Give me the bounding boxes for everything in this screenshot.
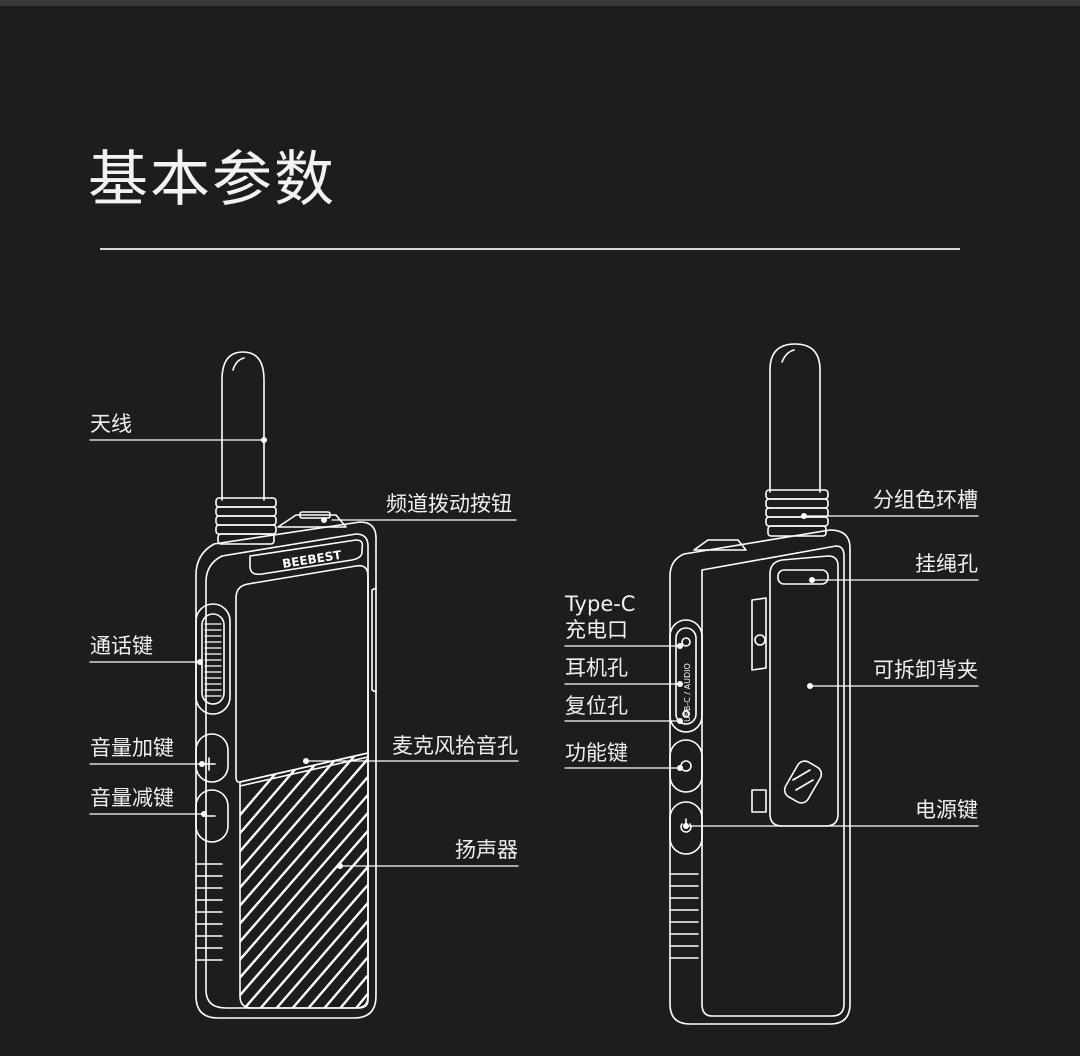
belt-clip [751, 555, 839, 827]
brand-logo: BEEBEST [281, 548, 343, 571]
label-channel-knob: 频道拨动按钮 [386, 492, 512, 516]
title-divider [100, 248, 960, 250]
label-microphone: 麦克风拾音孔 [392, 734, 518, 758]
clip-logo [783, 760, 823, 804]
label-power-key: 电源键 [915, 798, 978, 822]
front-body [195, 521, 377, 1019]
label-antenna: 天线 [90, 412, 132, 436]
back-antenna-rings [765, 489, 829, 537]
port-cover [669, 619, 703, 733]
back-radio [669, 343, 851, 1025]
label-earphone-jack: 耳机孔 [565, 656, 628, 680]
port-cover-text: USB-C / AUDIO [683, 663, 692, 722]
function-key [669, 739, 703, 793]
back-side-grip [669, 873, 699, 959]
label-volume-down: 音量减键 [90, 786, 174, 810]
callout-dots [197, 437, 815, 869]
label-reset-hole: 复位孔 [565, 694, 628, 718]
label-ptt-key: 通话键 [90, 634, 153, 658]
volume-up-key [195, 733, 229, 783]
back-body [669, 529, 851, 1025]
label-charge-port: 充电口 [565, 618, 628, 642]
front-face [235, 564, 369, 783]
label-volume-up: 音量加键 [90, 736, 174, 760]
label-speaker: 扬声器 [455, 838, 518, 862]
back-antenna [769, 343, 821, 493]
label-lanyard-hole: 挂绳孔 [915, 552, 978, 576]
front-antenna-rings [215, 497, 277, 545]
label-color-ring-slot: 分组色环槽 [873, 488, 978, 512]
label-type-c: Type-C [565, 592, 636, 616]
label-belt-clip: 可拆卸背夹 [873, 658, 978, 682]
logo-plate [249, 539, 364, 576]
front-side-grip [195, 863, 223, 961]
ptt-button [195, 603, 231, 715]
label-function-key: 功能键 [565, 741, 628, 765]
front-antenna [221, 351, 265, 501]
front-radio [195, 351, 377, 1019]
top-bar [0, 0, 1080, 6]
page-title: 基本参数 [88, 145, 336, 215]
callout-lines [89, 439, 979, 867]
volume-down-key [195, 789, 229, 843]
